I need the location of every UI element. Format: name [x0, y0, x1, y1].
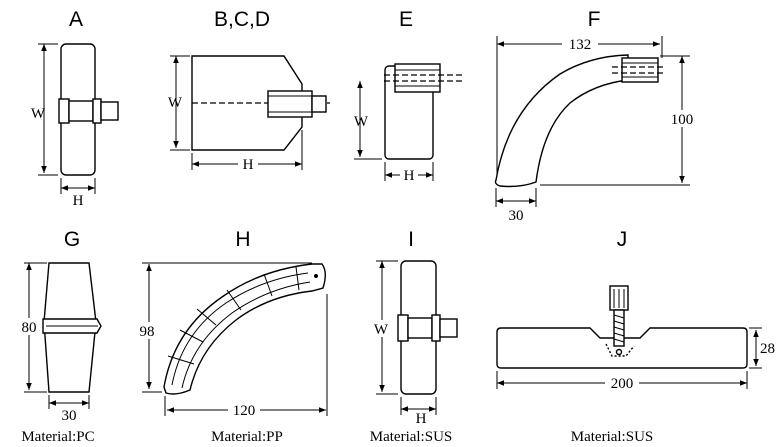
part-j-body — [496, 327, 748, 369]
part-h: H 98 120 Material:PP — [135, 228, 328, 445]
part-h-body — [163, 263, 326, 395]
part-i-dim-h: H — [416, 411, 427, 427]
part-g-label: G — [64, 228, 80, 251]
part-g-dim-80: 80 — [22, 320, 37, 336]
part-bcd-clamp — [267, 90, 313, 118]
part-a: A W H — [31, 8, 119, 209]
part-bcd-dim-h: H — [243, 157, 254, 173]
part-a-dim-w: W — [31, 106, 46, 122]
part-e-label: E — [399, 8, 413, 31]
part-f-dim-30: 30 — [509, 208, 524, 224]
part-a-label: A — [69, 8, 83, 31]
part-i-dim-w: W — [374, 322, 389, 338]
part-h-dim-120: 120 — [233, 403, 256, 419]
part-g: G 80 30 Material:PC — [18, 228, 102, 445]
part-i-material: Material:SUS — [370, 429, 453, 445]
part-j-material: Material:SUS — [571, 429, 654, 445]
part-e-dim-w: W — [354, 114, 369, 130]
part-bcd-dim-w: W — [168, 95, 183, 111]
part-j: J 28 200 Material:SUS — [496, 228, 775, 445]
part-h-label: H — [235, 228, 250, 251]
part-j-dim-28: 28 — [760, 341, 775, 357]
part-h-dim-98: 98 — [140, 324, 155, 340]
part-e-dim-h: H — [404, 168, 415, 184]
part-bcd: B,C,D W H — [168, 8, 330, 173]
part-e: E W H — [354, 8, 462, 184]
part-j-label: J — [617, 228, 628, 251]
part-f-dim-100: 100 — [671, 112, 694, 128]
part-e-clamp — [394, 63, 441, 93]
part-g-material: Material:PC — [21, 429, 94, 445]
part-f-dim-132: 132 — [569, 37, 592, 53]
part-f-label: F — [588, 8, 601, 31]
part-i-label: I — [408, 228, 414, 251]
part-i: I W H Material:SUS — [370, 228, 458, 445]
part-bcd-label: B,C,D — [214, 8, 270, 31]
part-f: F 132 100 30 — [494, 8, 700, 224]
part-g-dim-30: 30 — [62, 408, 77, 424]
part-f-clamp — [621, 57, 659, 83]
part-i-clamp — [397, 314, 409, 342]
part-h-material: Material:PP — [211, 429, 283, 445]
part-j-dim-200: 200 — [611, 376, 634, 392]
part-a-dim-h: H — [73, 193, 84, 209]
part-a-clamp — [58, 98, 70, 124]
part-f-body — [494, 54, 629, 188]
